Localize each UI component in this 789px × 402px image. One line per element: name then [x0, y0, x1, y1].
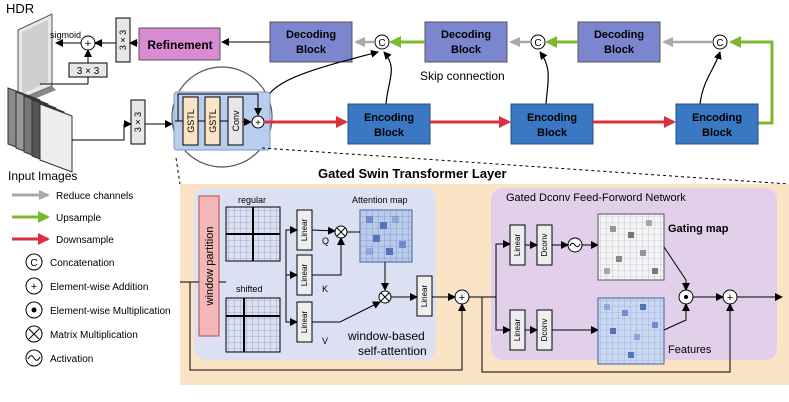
decoding-block-1: [269, 21, 353, 63]
svg-text:Upsample: Upsample: [56, 213, 101, 224]
svg-text:3 × 3: 3 × 3: [118, 30, 128, 50]
svg-text:Conv: Conv: [231, 110, 241, 132]
svg-text:+: +: [459, 292, 465, 304]
svg-text:Block: Block: [604, 44, 635, 56]
attention-map-label: Attention map: [352, 195, 408, 205]
shifted-window-grid: [225, 297, 281, 353]
gating-map-label: Gating map: [668, 223, 729, 235]
svg-text:C: C: [534, 38, 541, 49]
shifted-label: shifted: [236, 284, 263, 294]
gdfn-title: Gated Dconv Feed-Forword Network: [506, 192, 686, 204]
svg-text:3 × 3: 3 × 3: [133, 112, 143, 132]
svg-text:Block: Block: [702, 127, 733, 139]
svg-text:V: V: [322, 336, 328, 346]
encoding-block-1: [347, 103, 431, 145]
svg-text:Block: Block: [374, 127, 405, 139]
input-images: Input Images: [7, 87, 77, 183]
svg-text:Element-wise Multiplication: Element-wise Multiplication: [50, 306, 171, 317]
concat-icon-1: C: [374, 34, 390, 50]
gating-map: [597, 213, 665, 281]
svg-text:Linear: Linear: [420, 285, 429, 308]
svg-text:C: C: [378, 38, 385, 49]
svg-text:Dconv: Dconv: [540, 319, 549, 342]
svg-text:+: +: [255, 118, 261, 129]
window-based-label: window-based: [347, 329, 425, 343]
svg-text:window partition: window partition: [204, 227, 216, 307]
svg-text:Linear: Linear: [300, 311, 309, 334]
svg-text:Encoding: Encoding: [692, 112, 742, 124]
svg-text:Linear: Linear: [513, 234, 522, 257]
sigmoid-label: sigmoid: [50, 30, 81, 40]
svg-text:+: +: [31, 281, 37, 293]
svg-text:Decoding: Decoding: [594, 29, 644, 41]
features-label: Features: [668, 344, 712, 356]
svg-text:Reduce channels: Reduce channels: [56, 191, 133, 202]
svg-text:Linear: Linear: [513, 319, 522, 342]
self-attention-label: self-attention: [358, 344, 427, 358]
encoding-block-3: [675, 103, 759, 145]
svg-text:C: C: [30, 258, 37, 269]
svg-text:Block: Block: [296, 44, 327, 56]
refinement-block: [138, 27, 221, 61]
svg-text:Downsample: Downsample: [56, 235, 114, 246]
legend: Reduce channels Upsample Downsample C Co…: [12, 190, 171, 367]
encoding-block-2: [510, 103, 594, 145]
hdr-label: HDR: [6, 1, 34, 16]
svg-text:C: C: [716, 38, 723, 49]
decoding-block-2: [424, 21, 508, 63]
svg-text:Dconv: Dconv: [540, 234, 549, 257]
svg-text:Encoding: Encoding: [364, 112, 414, 124]
zoom-circle: [171, 66, 273, 168]
svg-text:Matrix Multiplication: Matrix Multiplication: [50, 330, 138, 341]
svg-text:Block: Block: [451, 44, 482, 56]
svg-text:Concatenation: Concatenation: [50, 258, 115, 269]
svg-text:Linear: Linear: [300, 264, 309, 287]
features-map: [597, 297, 665, 365]
svg-text:Refinement: Refinement: [147, 38, 212, 52]
svg-text:+: +: [727, 292, 733, 304]
gstl-detail-title: Gated Swin Transformer Layer: [318, 166, 507, 181]
svg-text:Linear: Linear: [300, 219, 309, 242]
skip-connection-label: Skip connection: [420, 69, 505, 83]
svg-text:Element-wise Addition: Element-wise Addition: [50, 282, 148, 293]
concat-icon-2: C: [530, 34, 546, 50]
hdr-output: HDR: [6, 1, 56, 104]
svg-text:3 × 3: 3 × 3: [77, 66, 100, 77]
svg-text:Encoding: Encoding: [527, 112, 577, 124]
concat-icon-3: C: [712, 34, 728, 50]
svg-text:GSTL: GSTL: [208, 109, 218, 133]
svg-text:Q: Q: [322, 236, 329, 246]
svg-text:Block: Block: [537, 127, 568, 139]
input-images-label: Input Images: [8, 169, 77, 183]
svg-text:Decoding: Decoding: [286, 29, 336, 41]
svg-text:GSTL: GSTL: [186, 109, 196, 133]
svg-text:K: K: [322, 284, 328, 294]
attention-map: [359, 209, 413, 263]
regular-label: regular: [238, 195, 266, 205]
svg-text:Decoding: Decoding: [441, 29, 491, 41]
svg-text:Activation: Activation: [50, 354, 93, 365]
window-partition-block: [198, 195, 220, 337]
svg-text:+: +: [85, 38, 91, 50]
decoding-block-3: [577, 21, 661, 63]
